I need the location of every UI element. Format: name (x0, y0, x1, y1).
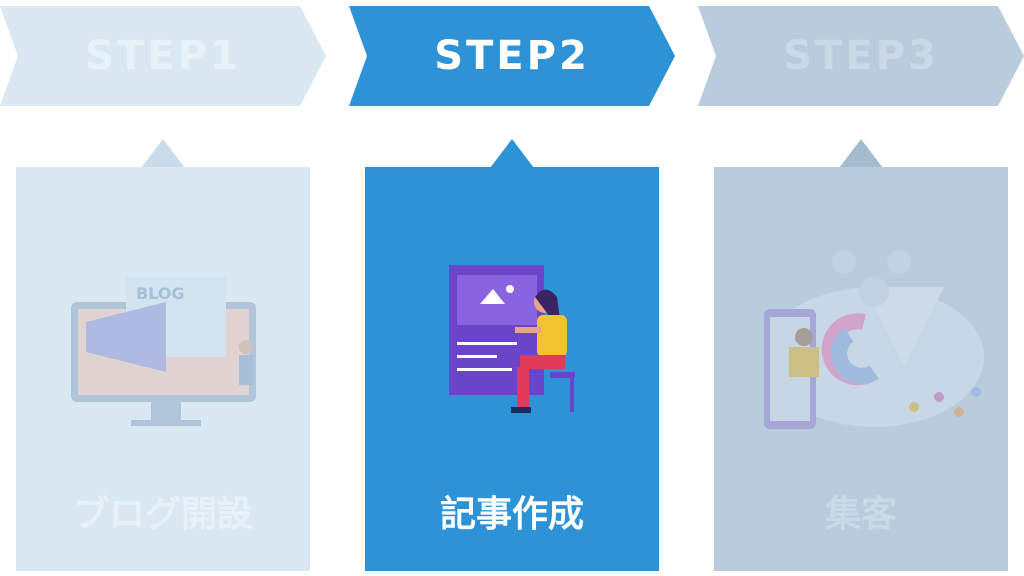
chevron-shape (0, 6, 326, 106)
step3-label: STEP3 (783, 33, 939, 79)
step2-pointer (490, 139, 534, 168)
blog-illustration-icon: BLOG (71, 277, 256, 426)
step3-card: 集客 (714, 167, 1008, 571)
step1-card: BLOG ブログ開設 (16, 167, 310, 571)
marketing-magnet-illustration-icon (764, 250, 984, 429)
step1-arrow: STEP1 (0, 6, 326, 106)
step3-arrow: STEP3 (698, 6, 1024, 106)
step1-title: ブログ開設 (72, 494, 253, 535)
step3-pointer (839, 139, 883, 168)
step1-label: STEP1 (85, 33, 241, 79)
blog-text: BLOG (136, 284, 185, 303)
step1-pointer (141, 139, 185, 168)
step2-card: 記事作成 (365, 167, 659, 571)
step2-title: 記事作成 (439, 494, 584, 535)
step2-arrow: STEP2 (349, 6, 675, 106)
chevron-shape (349, 6, 675, 106)
step2-label: STEP2 (434, 33, 590, 79)
chevron-shape (698, 6, 1024, 106)
writing-illustration-icon (449, 265, 575, 413)
step3-title: 集客 (824, 494, 897, 535)
